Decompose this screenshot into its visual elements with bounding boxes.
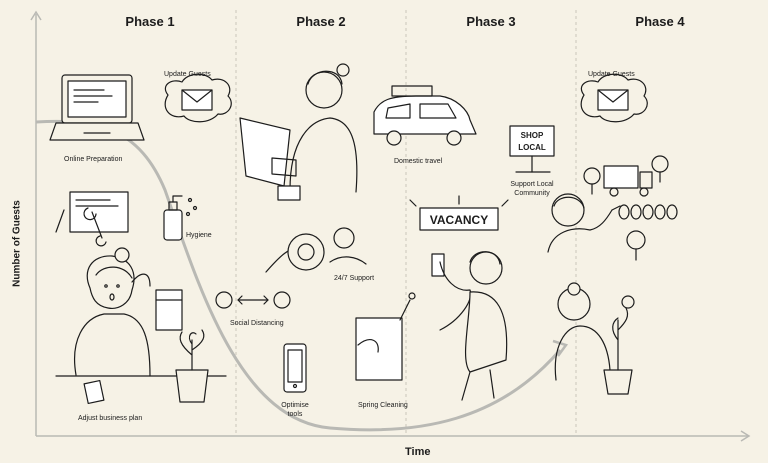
label-support-local-line1: Support Local	[510, 181, 554, 188]
remote-worker-icon	[239, 63, 358, 201]
label-spring-cleaning: Spring Cleaning	[358, 402, 408, 409]
woman-switch-icon	[431, 251, 508, 401]
label-adjust-business-plan: Adjust business plan	[78, 415, 143, 422]
curve-arrowhead	[552, 339, 569, 357]
update-guests-cloud-2-icon	[580, 73, 648, 123]
laptop-icon	[49, 74, 145, 141]
y-axis-label: Number of Guests	[11, 200, 23, 287]
label-hygiene: Hygiene	[186, 232, 212, 239]
cleaning-box-icon	[355, 292, 416, 381]
smartphone-icon	[283, 343, 307, 393]
label-optimise-tools: Optimise tools	[278, 401, 312, 419]
x-axis-label: Time	[405, 446, 431, 458]
label-domestic-travel: Domestic travel	[394, 158, 443, 165]
lifebuoy-support-icon	[265, 227, 367, 273]
axes	[30, 10, 751, 442]
label-update-guests-2: Update Guests	[588, 71, 635, 78]
phase-3-header: Phase 3	[466, 14, 516, 29]
coins-icon	[618, 204, 678, 220]
soap-bottle-icon	[163, 195, 198, 241]
phase-4-header: Phase 4	[635, 14, 685, 29]
label-social-distancing: Social Distancing	[230, 320, 284, 327]
label-optimise-line1: Optimise	[281, 402, 309, 409]
document-wrench-icon	[55, 191, 129, 247]
label-support-local-line2: Community	[514, 190, 550, 197]
person-pointing-icon	[547, 193, 621, 253]
vacancy-sign-text: VACANCY	[430, 213, 488, 227]
shop-local-sign-text-line1: SHOP	[521, 131, 544, 140]
shop-local-sign-text-line2: LOCAL	[518, 143, 546, 152]
person-flower-icon	[554, 282, 635, 395]
social-distancing-icon	[215, 291, 291, 309]
label-24-7-support: 24/7 Support	[334, 275, 375, 282]
label-online-preparation: Online Preparation	[64, 156, 123, 163]
phase-1-header: Phase 1	[125, 14, 175, 29]
worried-person-icon	[55, 247, 227, 405]
potted-plant-icon	[175, 329, 209, 403]
vacancy-sign-icon	[409, 195, 509, 231]
local-delivery-icon	[583, 155, 669, 261]
label-optimise-line2: tools	[287, 411, 303, 418]
shop-local-sign-icon	[509, 125, 555, 173]
label-update-guests-1: Update Guests	[164, 71, 211, 78]
label-support-local-community: Support Local Community	[502, 180, 562, 198]
update-guests-cloud-icon	[164, 73, 232, 123]
phase-2-header: Phase 2	[296, 14, 346, 29]
car-icon	[373, 85, 477, 146]
y-axis-arrow	[30, 10, 42, 21]
x-axis-arrow	[740, 430, 751, 442]
